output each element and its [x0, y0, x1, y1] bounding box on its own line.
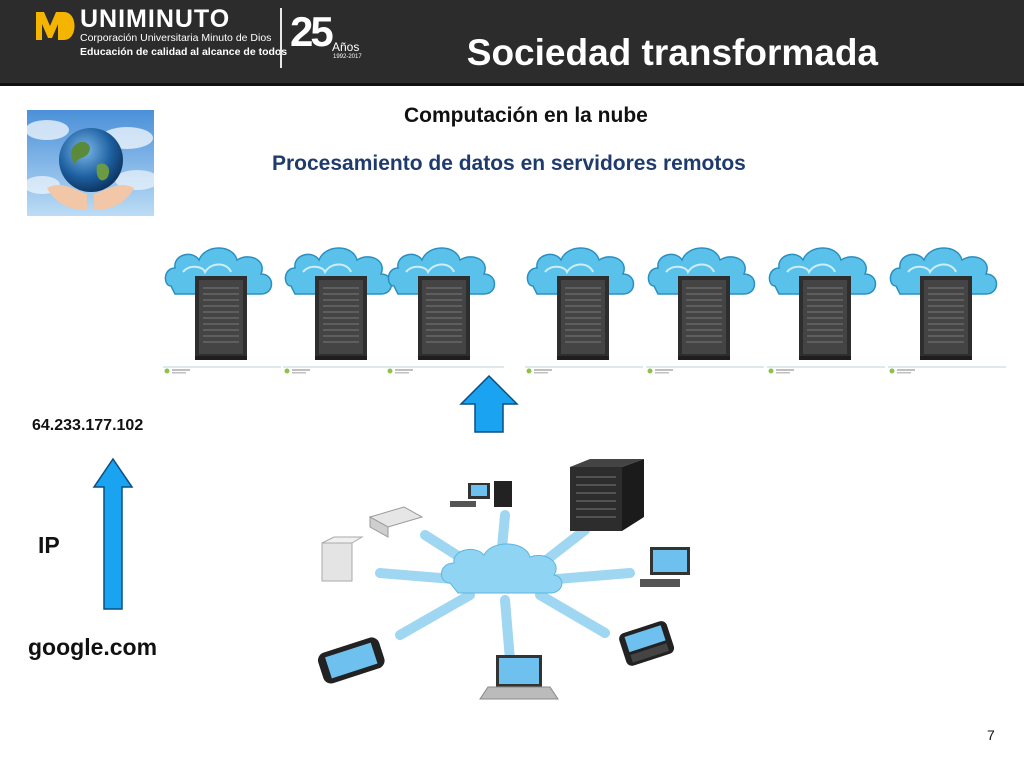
anniversary-years: 1992-2017 — [333, 54, 362, 60]
section-subheading: Procesamiento de datos en servidores rem… — [272, 152, 746, 175]
cloud-server-icon — [767, 247, 885, 374]
anniversary-number: 25 — [290, 8, 334, 55]
section-heading: Computación en la nube — [404, 104, 648, 127]
cloud-network-icon — [317, 459, 690, 700]
ip-label: IP — [38, 532, 60, 558]
up-arrow-icon — [92, 457, 134, 610]
logo-line-2: Educación de calidad al alcance de todos — [80, 46, 288, 58]
logo-name: UNIMINUTO — [80, 5, 231, 33]
globe-in-hands-icon — [27, 110, 154, 216]
cloud-server-icon — [163, 247, 281, 374]
anniversary-word: Años — [332, 40, 360, 54]
domain-name: google.com — [28, 634, 158, 660]
cloud-server-icon — [646, 247, 764, 374]
cloud-server-icon — [386, 247, 504, 374]
cloud-server-icon — [283, 247, 401, 374]
header-bar: UNIMINUTO Corporación Universitaria Minu… — [0, 0, 1024, 86]
header-divider — [280, 8, 282, 68]
cloud-server-icon — [888, 247, 1006, 374]
logo-line-1: Corporación Universitaria Minuto de Dios — [80, 32, 272, 44]
up-arrow-icon — [459, 374, 519, 433]
cloud-server-icon — [525, 247, 643, 374]
slide-title: Sociedad transformada — [466, 32, 878, 73]
md-logo-icon — [36, 12, 75, 40]
ip-address: 64.233.177.102 — [32, 417, 144, 434]
page-number: 7 — [987, 727, 995, 743]
header-rule — [0, 83, 1024, 86]
